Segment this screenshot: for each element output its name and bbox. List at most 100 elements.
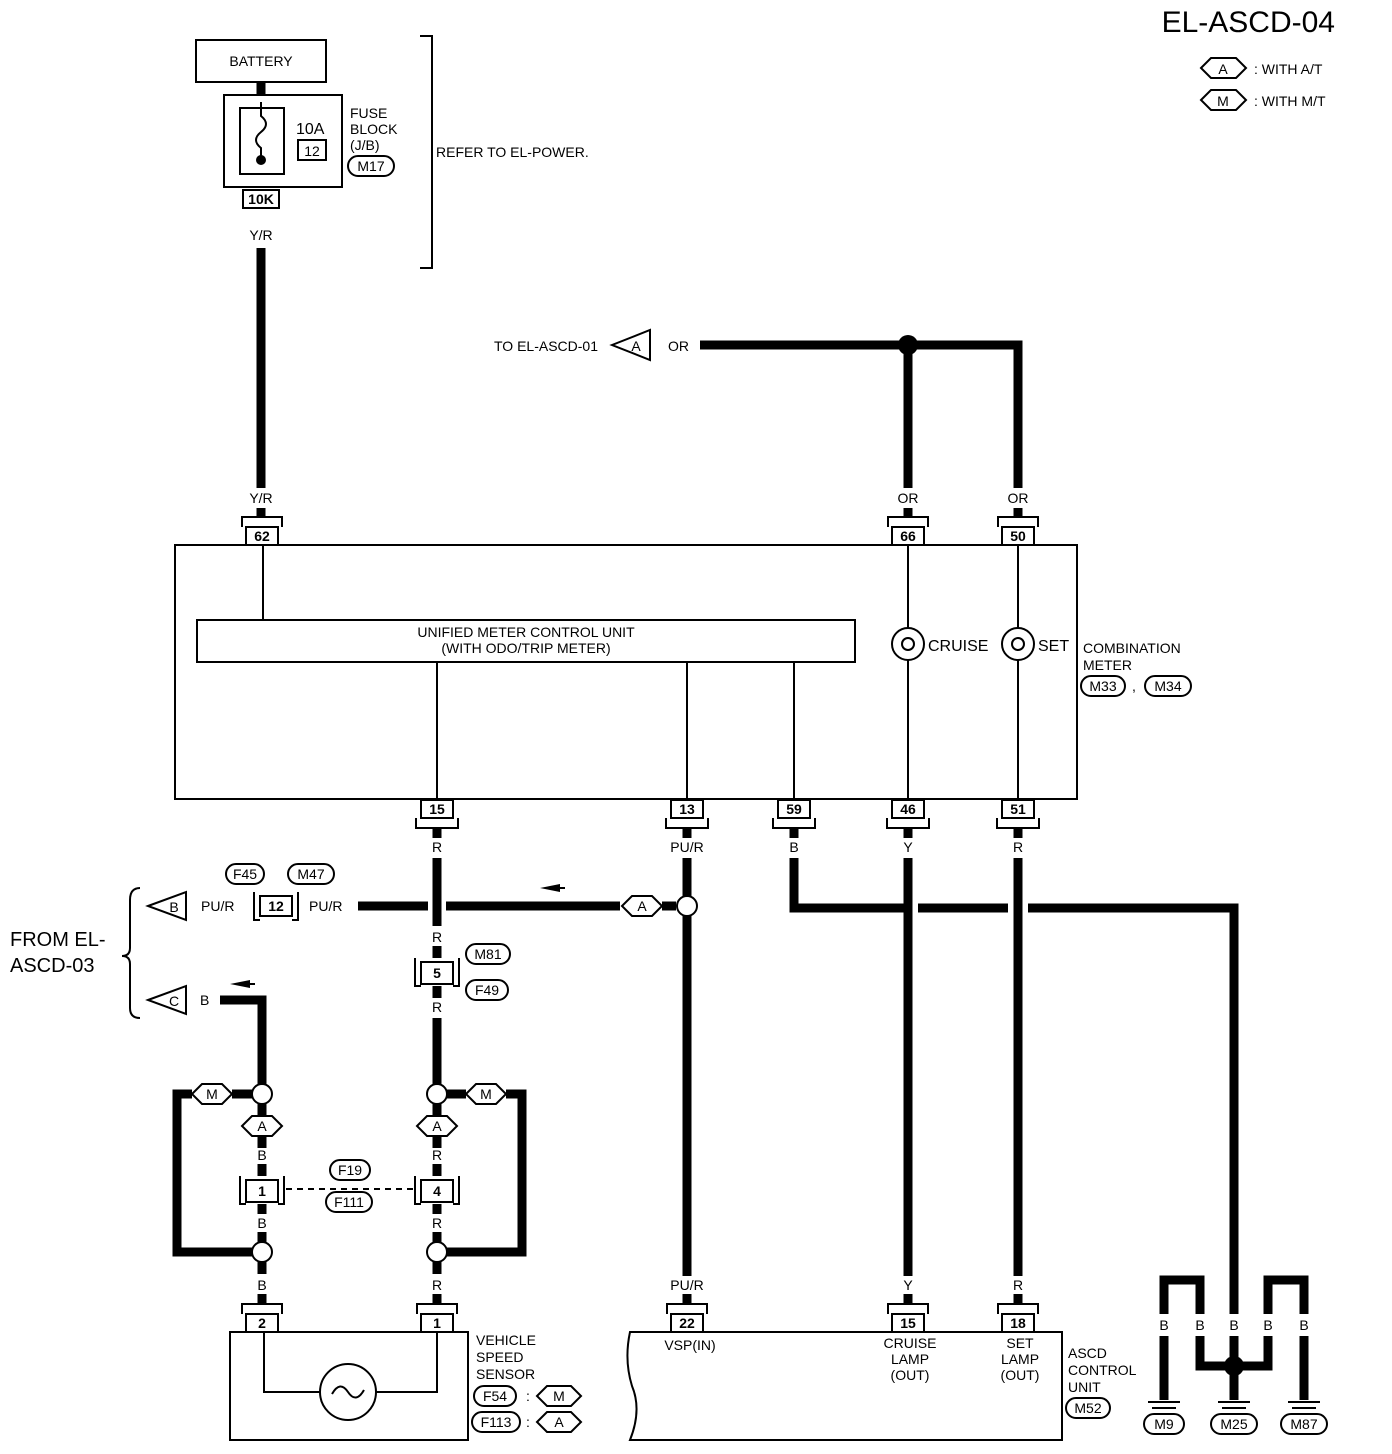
ascd-cruise-1: CRUISE <box>884 1335 937 1351</box>
a-marker-left: A <box>240 1115 284 1137</box>
legend-a-symbol: A <box>1199 57 1248 79</box>
svg-text:4: 4 <box>433 1183 441 1199</box>
wire-b-a2: B <box>257 1215 266 1231</box>
ascd-set-2: LAMP <box>1001 1351 1039 1367</box>
vss-mode-a: A <box>535 1411 583 1433</box>
vss-pin-2: 2 <box>241 1303 283 1333</box>
wire-r-mid2: R <box>432 999 442 1015</box>
wire-r-ascd: R <box>1013 1277 1023 1293</box>
ground-wire-b1: B <box>1159 1317 1168 1333</box>
unit-line-2: (WITH ODO/TRIP METER) <box>441 640 610 656</box>
wire-y-46: Y <box>903 839 913 855</box>
unified-meter-unit <box>196 619 856 663</box>
fuse-label-2: BLOCK <box>350 121 398 137</box>
ground-m87: M87 <box>1290 1416 1317 1432</box>
pur-splice <box>676 895 698 917</box>
wire-r-vss: R <box>432 1277 442 1293</box>
combination-meter-box <box>174 544 1078 800</box>
svg-text:66: 66 <box>900 528 916 544</box>
wire-b-vss: B <box>257 1277 266 1293</box>
svg-text:51: 51 <box>1010 801 1026 817</box>
wire-r-a1: R <box>432 1147 442 1163</box>
svg-text:A: A <box>637 898 647 914</box>
b-arrow: B <box>145 890 187 922</box>
svg-text:2: 2 <box>258 1315 266 1331</box>
connector-f19: F19 <box>338 1162 362 1178</box>
fuse-element <box>255 102 267 162</box>
battery-label: BATTERY <box>229 53 293 69</box>
wire-yr-bottom: Y/R <box>249 490 272 506</box>
connector-pin-4-f19: 4 <box>414 1176 460 1205</box>
connector-m81: M81 <box>474 946 501 962</box>
connector-f54: F54 <box>483 1388 507 1404</box>
svg-text:1: 1 <box>258 1183 266 1199</box>
ascd-box <box>626 1331 1063 1441</box>
ascd-set-3: (OUT) <box>1001 1367 1040 1383</box>
connector-5: 5 <box>414 958 460 987</box>
ascd-set-1: SET <box>1006 1335 1034 1351</box>
pin-13: 13 <box>665 799 709 829</box>
ground-m9: M9 <box>1154 1416 1174 1432</box>
ground-wire-b4: B <box>1263 1317 1272 1333</box>
svg-text:62: 62 <box>254 528 270 544</box>
ascd-label-3: UNIT <box>1068 1379 1101 1395</box>
connector-pin-1-f19: 1 <box>239 1176 285 1205</box>
pin-12-connector: 12 <box>253 892 299 921</box>
svg-text:A: A <box>257 1118 267 1134</box>
a-marker-pur: A <box>620 895 664 917</box>
from-ascd03-line2: ASCD-03 <box>10 955 94 977</box>
ground-wire-b5: B <box>1299 1317 1308 1333</box>
svg-text:A: A <box>554 1414 564 1430</box>
svg-text:15: 15 <box>900 1315 916 1331</box>
svg-text:M: M <box>206 1086 218 1102</box>
wire-or-66: OR <box>898 490 919 506</box>
svg-text:M: M <box>553 1388 565 1404</box>
ascd-cruise-3: (OUT) <box>891 1367 930 1383</box>
vss-label-2: SPEED <box>476 1349 523 1365</box>
connector-f111: F111 <box>334 1194 364 1210</box>
cruise-lamp-label: CRUISE <box>928 638 988 655</box>
svg-text:18: 18 <box>1010 1315 1026 1331</box>
wire-y-ascd: Y <box>903 1277 913 1293</box>
ascd-pin-18: 18 <box>997 1303 1039 1333</box>
combination-meter-label-1: COMBINATION <box>1083 640 1181 656</box>
ground-symbol-m25 <box>1210 1401 1258 1435</box>
wire-or-50: OR <box>1008 490 1029 506</box>
a-marker-right: A <box>415 1115 459 1137</box>
wire-pur-left: PU/R <box>201 898 234 914</box>
refer-bracket <box>420 35 433 269</box>
fuse-amp: 10A <box>296 121 325 138</box>
wire-pur-ascd: PU/R <box>670 1277 703 1293</box>
svg-text:22: 22 <box>679 1315 695 1331</box>
ground-m25: M25 <box>1220 1416 1247 1432</box>
pin-15: 15 <box>415 799 459 829</box>
refer-text: REFER TO EL-POWER. <box>436 144 589 160</box>
unit-line-1: UNIFIED METER CONTROL UNIT <box>417 624 635 640</box>
set-lamp-icon <box>1001 627 1035 661</box>
ascd-pin-15: 15 <box>887 1303 929 1333</box>
c-arrow: C <box>145 984 187 1016</box>
svg-text:46: 46 <box>900 801 916 817</box>
svg-text:M: M <box>480 1086 492 1102</box>
m-marker-right: M <box>464 1083 508 1105</box>
connector-f49: F49 <box>475 982 499 998</box>
vss-label-3: SENSOR <box>476 1366 535 1382</box>
set-lamp-label: SET <box>1038 638 1069 655</box>
fuse-label-3: (J/B) <box>350 137 380 153</box>
ascd-cruise-2: LAMP <box>891 1351 929 1367</box>
ground-symbol-m9 <box>1143 1401 1185 1435</box>
svg-text:50: 50 <box>1010 528 1026 544</box>
ascd-label-2: CONTROL <box>1068 1362 1137 1378</box>
svg-text:C: C <box>169 993 179 1009</box>
svg-text:A: A <box>1218 61 1228 77</box>
vss-label-1: VEHICLE <box>476 1332 536 1348</box>
wire-r-15: R <box>432 839 442 855</box>
connector-m34: M34 <box>1154 678 1181 694</box>
pin-59: 59 <box>772 799 816 829</box>
connector-f113: F113 <box>481 1414 512 1430</box>
pin-51: 51 <box>996 799 1040 829</box>
fuse-label-1: FUSE <box>350 105 387 121</box>
svg-text:A: A <box>432 1118 442 1134</box>
